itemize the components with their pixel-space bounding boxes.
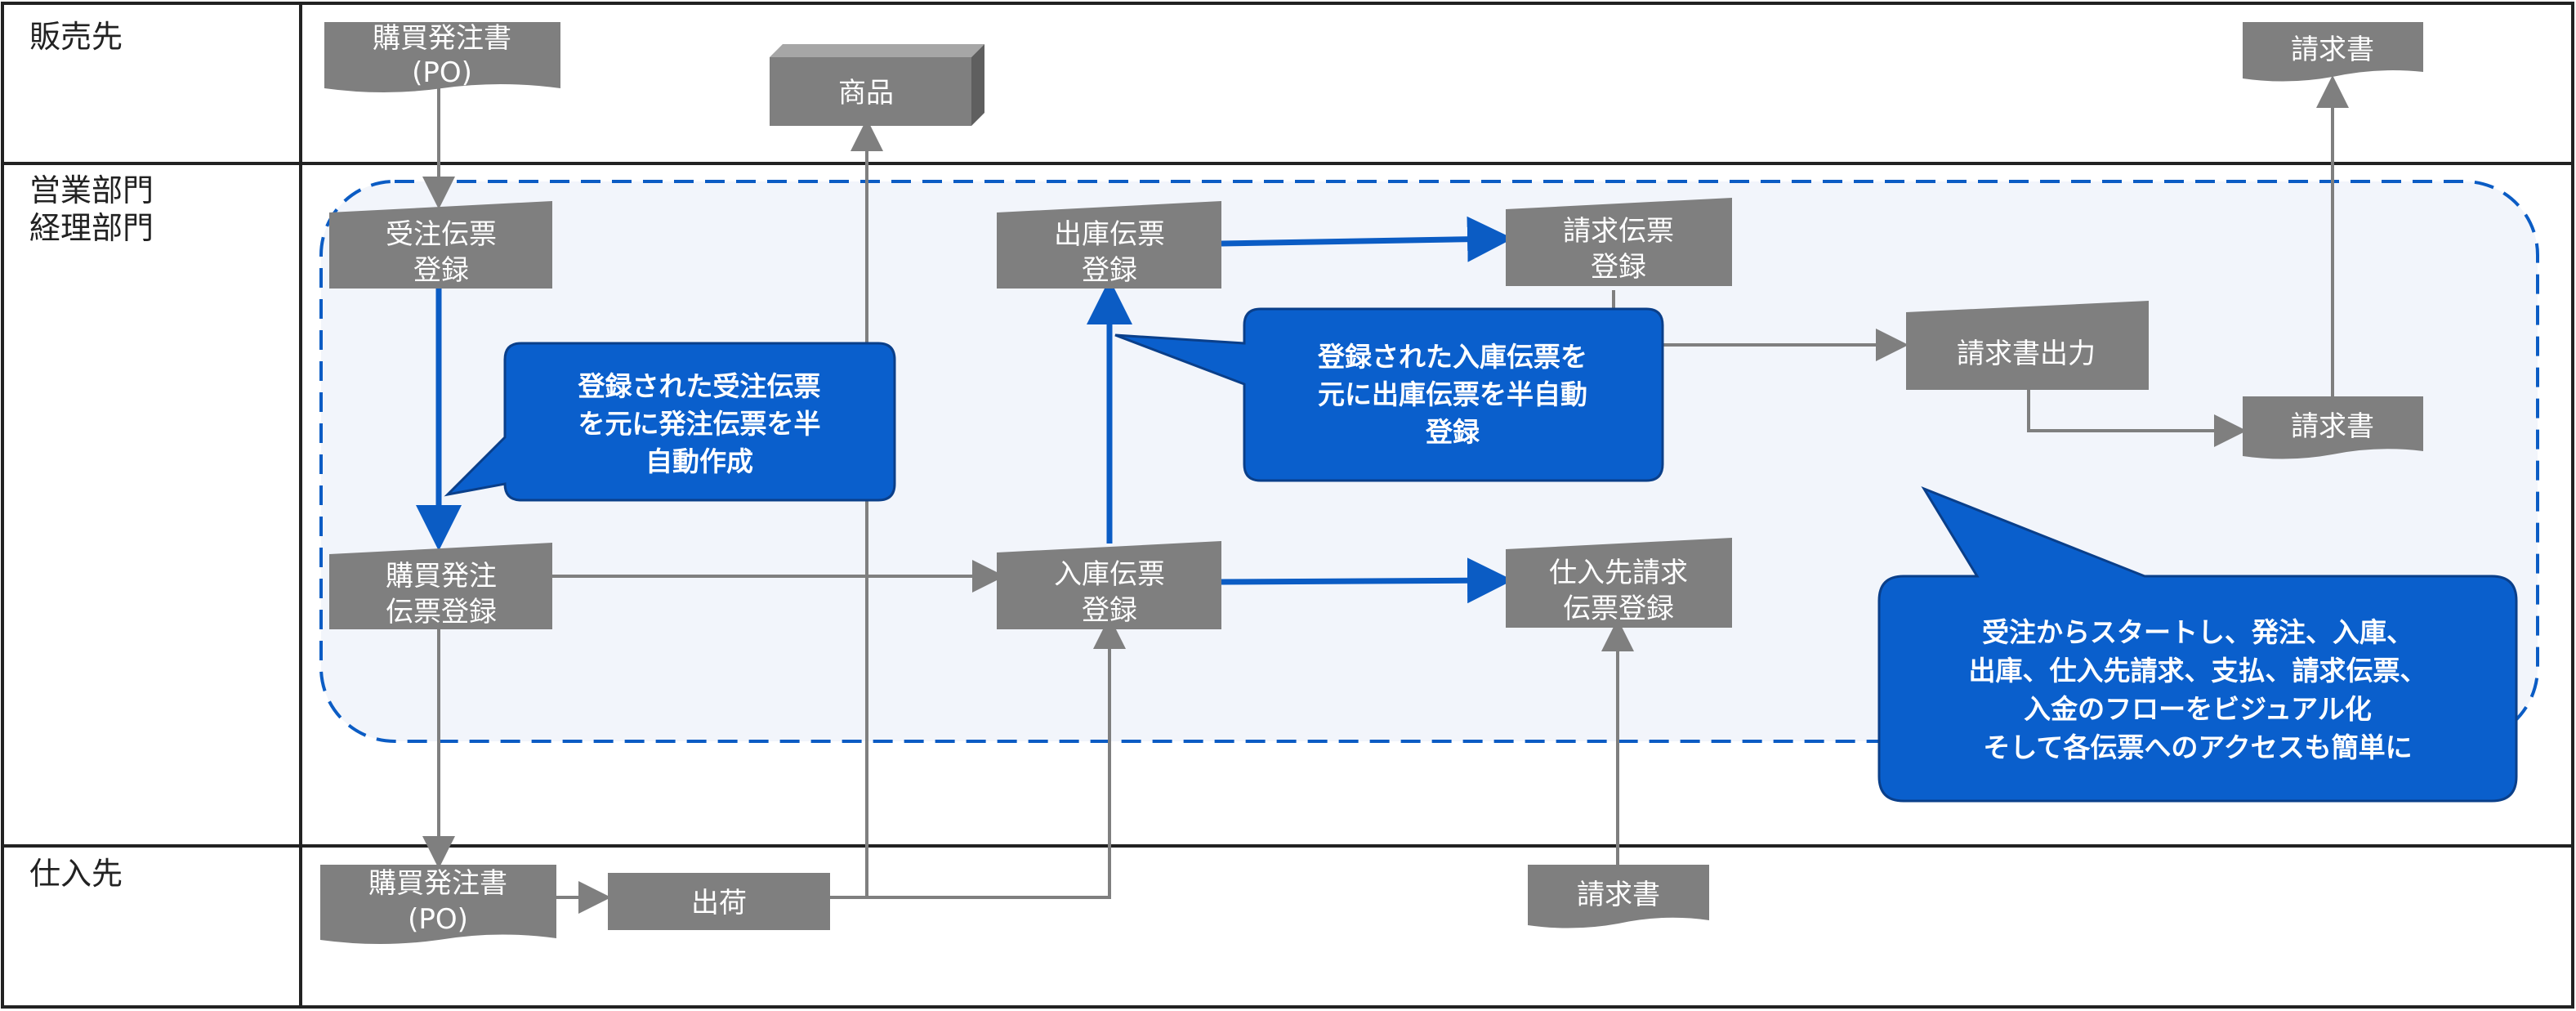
node-invoice-output: 請求書出力 <box>1906 301 2149 390</box>
node-label: 仕入先請求 <box>1549 557 1688 589</box>
node-label: 請求書 <box>1577 879 1660 911</box>
node-receiving-slip: 入庫伝票 登録 <box>997 541 1221 629</box>
lane-label-accounting: 経理部門 <box>29 210 154 246</box>
connectors <box>422 75 2349 914</box>
node-label: 請求伝票 <box>1563 215 1674 248</box>
node-label: 商品 <box>838 77 894 110</box>
node-label: 登録 <box>1082 254 1137 287</box>
lane-label-sales: 営業部門 <box>29 172 154 208</box>
node-label: 購買発注書 <box>373 22 511 55</box>
node-label: 受注伝票 <box>386 218 497 251</box>
node-billing-slip: 請求伝票 登録 <box>1506 198 1732 286</box>
callout-line: 登録 <box>1425 416 1480 448</box>
lane-label-supplier: 仕入先 <box>29 856 123 892</box>
node-label: 登録 <box>1591 251 1646 284</box>
node-invoice-internal: 請求書 <box>2243 396 2423 459</box>
node-label: (PO) <box>408 903 468 936</box>
callout-line: 自動作成 <box>645 445 753 477</box>
node-label: (PO) <box>412 56 472 89</box>
node-invoice-supplier: 請求書 <box>1528 865 1709 928</box>
node-label: 出荷 <box>691 887 747 919</box>
callout-summary: 受注からスタートし、発注、入庫、 出庫、仕入先請求、支払、請求伝票、 入金のフロ… <box>1877 485 2518 803</box>
node-label: 購買発注書 <box>368 867 507 900</box>
node-label: 請求書出力 <box>1957 338 2096 370</box>
node-purchase-order-slip: 購買発注 伝票登録 <box>329 543 552 629</box>
callout-order-to-po: 登録された受注伝票 を元に発注伝票を半 自動作成 <box>444 342 896 502</box>
callout-line: 登録された受注伝票 <box>578 370 821 402</box>
callout-line: を元に発注伝票を半 <box>578 408 821 440</box>
callout-receive-to-ship: 登録された入庫伝票を 元に出庫伝票を半自動 登録 <box>1114 307 1664 482</box>
node-po-supplier: 購買発注書 (PO) <box>320 865 556 944</box>
node-label: 登録 <box>1082 594 1137 627</box>
node-supplier-invoice-slip: 仕入先請求 伝票登録 <box>1506 538 1732 628</box>
callout-line: 出庫、仕入先請求、支払、請求伝票、 <box>1969 655 2427 687</box>
callout-line: そして各伝票へのアクセスも簡単に <box>1983 731 2412 763</box>
callout-line: 登録された入庫伝票を <box>1317 341 1587 373</box>
node-label: 請求書 <box>2291 410 2374 443</box>
node-label: 入庫伝票 <box>1054 558 1165 591</box>
node-label: 伝票登録 <box>386 596 497 629</box>
lane-label-customer: 販売先 <box>29 19 123 55</box>
node-order-slip: 受注伝票 登録 <box>329 201 552 289</box>
node-label: 登録 <box>413 254 469 287</box>
node-label: 出庫伝票 <box>1054 218 1165 251</box>
node-product: 商品 <box>770 44 984 126</box>
node-label: 請求書 <box>2291 34 2374 66</box>
callout-line: 入金のフローをビジュアル化 <box>2024 693 2372 725</box>
node-invoice-customer: 請求書 <box>2243 22 2423 82</box>
node-label: 伝票登録 <box>1563 593 1674 625</box>
callout-line: 受注からスタートし、発注、入庫、 <box>1982 616 2413 648</box>
node-label: 購買発注 <box>386 560 497 593</box>
node-shipment: 出荷 <box>608 873 830 930</box>
blue-flow-arrows <box>416 216 1513 604</box>
node-po-customer: 購買発注書 (PO) <box>324 22 560 92</box>
callout-line: 元に出庫伝票を半自動 <box>1318 378 1587 410</box>
node-shipping-slip: 出庫伝票 登録 <box>997 201 1221 289</box>
